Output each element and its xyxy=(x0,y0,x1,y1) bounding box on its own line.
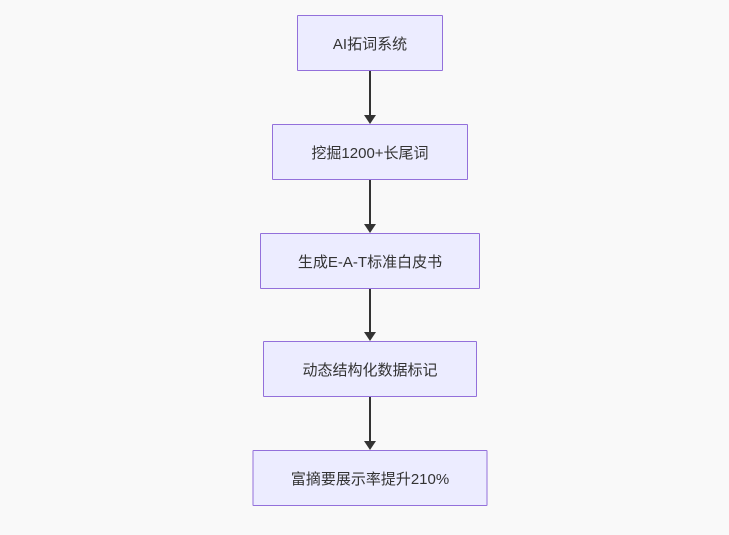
arrow-head-icon xyxy=(364,115,376,124)
arrow-connector xyxy=(364,180,376,233)
arrow-connector xyxy=(364,71,376,124)
arrow-line xyxy=(369,180,371,224)
arrow-line xyxy=(369,289,371,332)
arrow-connector xyxy=(364,289,376,341)
flow-node: 富摘要展示率提升210% xyxy=(252,450,488,506)
flow-node: AI拓词系统 xyxy=(297,15,443,71)
flow-node: 动态结构化数据标记 xyxy=(263,341,477,397)
flow-node: 挖掘1200+长尾词 xyxy=(272,124,468,180)
arrow-head-icon xyxy=(364,332,376,341)
arrow-head-icon xyxy=(364,224,376,233)
flow-node-label: AI拓词系统 xyxy=(332,35,408,53)
arrow-line xyxy=(369,71,371,115)
arrow-head-icon xyxy=(364,441,376,450)
flow-node-label: 动态结构化数据标记 xyxy=(302,361,438,379)
flow-node-label: 挖掘1200+长尾词 xyxy=(311,144,429,162)
flow-node: 生成E-A-T标准白皮书 xyxy=(260,233,480,289)
arrow-connector xyxy=(364,397,376,450)
arrow-line xyxy=(369,397,371,441)
flow-node-label: 富摘要展示率提升210% xyxy=(290,470,450,488)
flow-node-label: 生成E-A-T标准白皮书 xyxy=(297,253,443,271)
